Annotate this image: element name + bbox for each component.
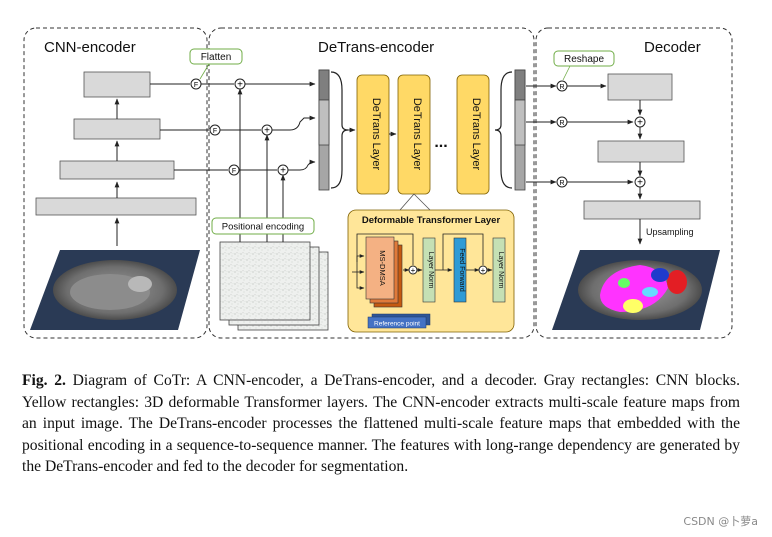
detrans-layer-n: DeTrans Layer: [456, 74, 490, 195]
segmentation-output-image: [552, 250, 720, 330]
output-token-sequence: [514, 69, 526, 191]
detrans-layer-2: DeTrans Layer: [397, 74, 431, 195]
reshape-tag: [553, 50, 615, 67]
cnn-block-1: [35, 197, 197, 216]
svg-text:R: R: [559, 120, 564, 127]
flatten-op-3-label: F: [232, 168, 236, 175]
svg-text:DeTrans Layer: DeTrans Layer: [370, 98, 382, 171]
csdn-watermark: CSDN @卜萝a: [683, 515, 758, 528]
svg-text:+: +: [637, 178, 643, 189]
svg-text:DeTrans Layer: DeTrans Layer: [411, 98, 423, 171]
flatten-tag-label: Flatten: [201, 52, 232, 63]
svg-text:MS-DMSA: MS-DMSA: [378, 250, 387, 285]
caption-label: Fig. 2.: [22, 372, 66, 389]
detrans-encoder-title: DeTrans-encoder: [318, 39, 434, 56]
flatten-op-1-label: F: [194, 82, 198, 89]
caption-text: Diagram of CoTr: A CNN-encoder, a DeTran…: [22, 372, 740, 475]
add-op-3-label: +: [280, 166, 286, 177]
figure-caption: Fig. 2. Diagram of CoTr: A CNN-encoder, …: [22, 370, 740, 478]
detrans-layer-1: DeTrans Layer: [356, 74, 390, 195]
decoder-frame: [535, 27, 733, 339]
svg-text:Feed Forward: Feed Forward: [458, 248, 465, 292]
decoder-block-2: [597, 140, 685, 163]
layer-norm-2: Layer Norm: [492, 237, 506, 303]
cnn-encoder-frame: [23, 27, 208, 339]
svg-text:Layer Norm: Layer Norm: [497, 252, 504, 289]
cnn-block-3: [73, 118, 161, 140]
positional-encoding-maps: [219, 241, 329, 331]
svg-text:DeTrans Layer: DeTrans Layer: [470, 98, 482, 171]
svg-text:Reference point: Reference point: [374, 321, 420, 328]
layer-ellipsis: ...: [434, 134, 447, 151]
add-op-2-label: +: [264, 126, 270, 137]
svg-text:+: +: [637, 118, 643, 129]
positional-encoding-tag: [211, 217, 315, 235]
add-op-1-label: +: [237, 80, 243, 91]
layer-norm-1: Layer Norm: [422, 237, 436, 303]
ms-dmsa-block: MS-DMSA: [365, 236, 403, 308]
cnn-encoder-title: CNN-encoder: [44, 39, 136, 56]
svg-text:+: +: [411, 266, 416, 275]
decoder-title: Decoder: [644, 39, 701, 56]
upsampling-label: Upsampling: [646, 227, 694, 237]
reshape-tag-label: Reshape: [564, 54, 604, 65]
flatten-tag: [189, 48, 243, 65]
svg-text:R: R: [559, 180, 564, 187]
reference-point-stack: Reference point: [367, 313, 431, 329]
svg-text:Layer Norm: Layer Norm: [427, 252, 434, 289]
svg-text:R: R: [559, 84, 564, 91]
decoder-block-1: [607, 73, 673, 101]
cotr-architecture-diagram: CNN-encoder DeTrans-encoder Decoder Flat…: [23, 27, 733, 339]
deformable-title: Deformable Transformer Layer: [362, 215, 501, 226]
input-token-sequence: [318, 69, 330, 191]
positional-encoding-label: Positional encoding: [222, 222, 304, 233]
detrans-encoder-frame: [208, 27, 535, 339]
decoder-block-3: [583, 200, 701, 220]
svg-text:+: +: [481, 266, 486, 275]
ct-input-image: [30, 250, 200, 330]
flatten-op-2-label: F: [213, 128, 217, 135]
cnn-block-2: [59, 160, 175, 180]
feed-forward-block: Feed Forward: [453, 237, 467, 303]
cnn-block-4: [83, 71, 151, 98]
